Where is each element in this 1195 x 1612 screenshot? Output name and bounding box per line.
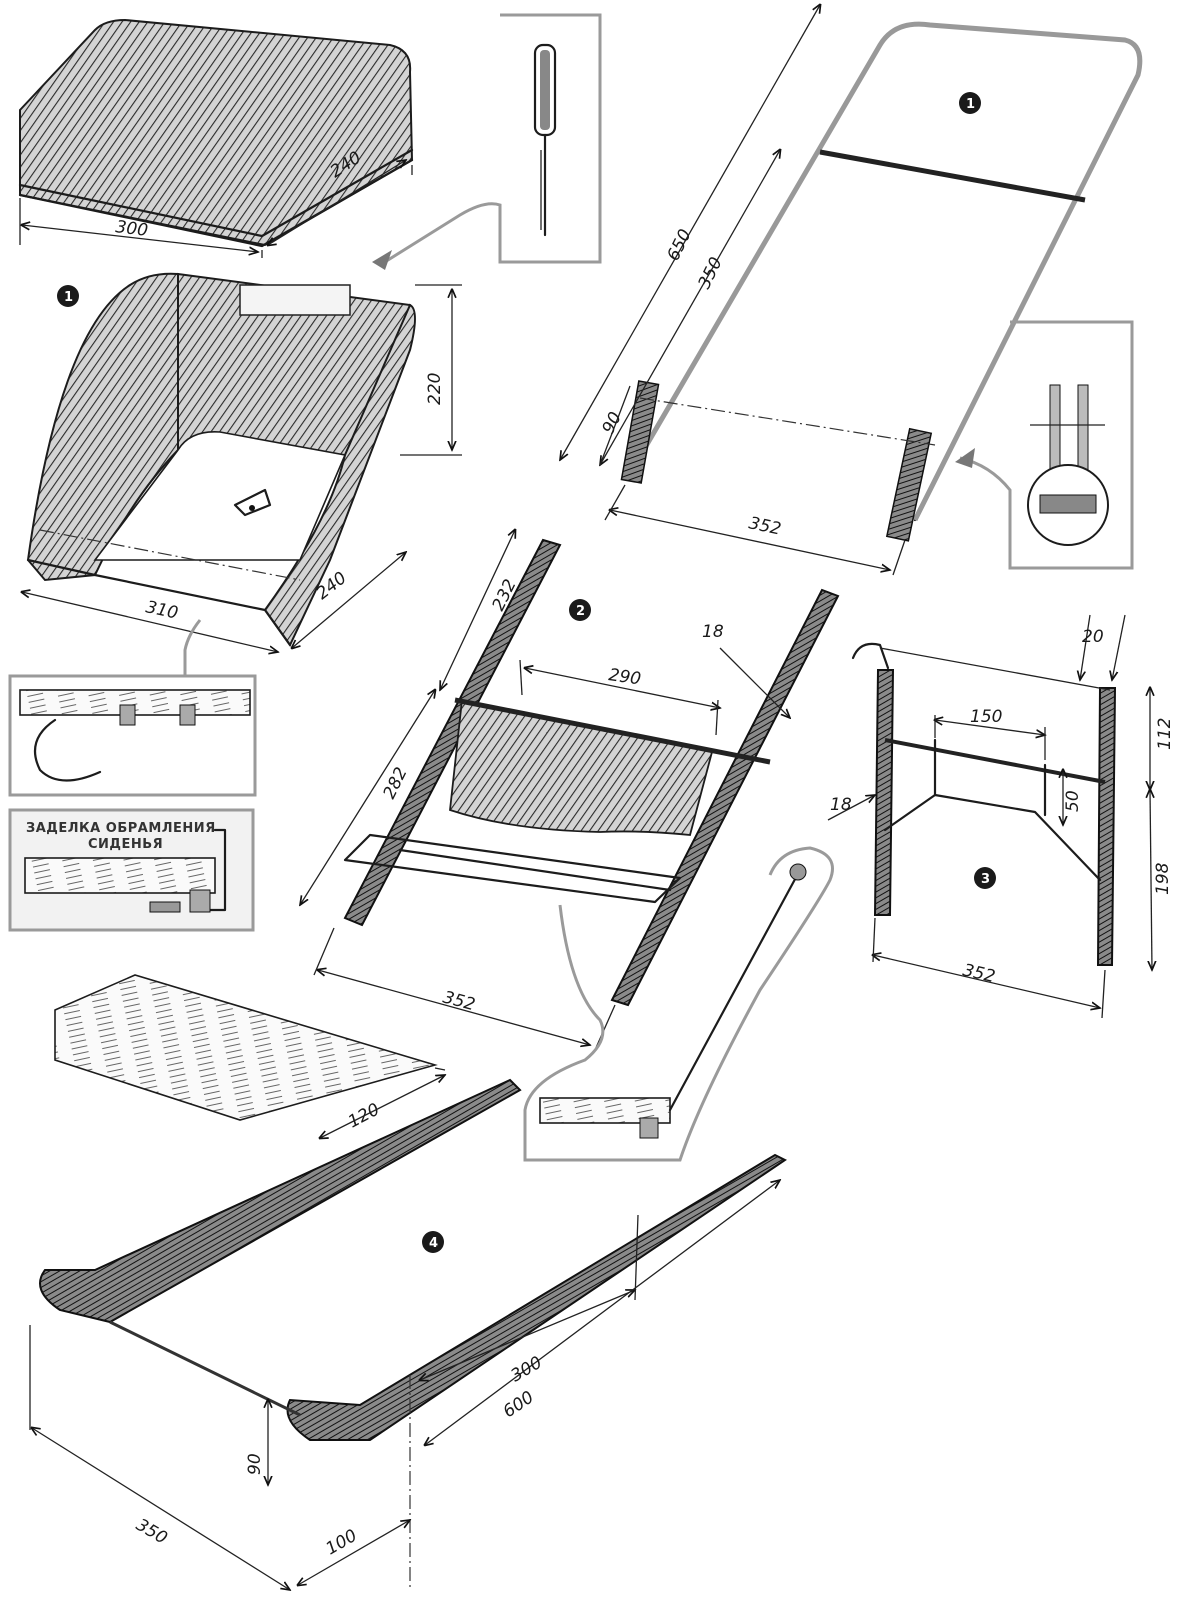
sled-width-label: 350 xyxy=(133,1515,171,1549)
frame-finish-inset: ЗАДЕЛКА ОБРАМЛЕНИЯ СИДЕНЬЯ xyxy=(8,808,255,932)
bracket-marker: 3 xyxy=(981,872,990,887)
footrest-board: 120 xyxy=(54,974,445,1138)
bracket-upper-label: 112 xyxy=(1155,718,1175,750)
hook-detail-inset xyxy=(8,619,257,797)
backrest-marker: 1 xyxy=(966,97,975,112)
seat-height-label: 220 xyxy=(425,373,445,405)
frame-tube-label: 18 xyxy=(702,622,724,642)
sled-length-label: 600 xyxy=(500,1387,538,1422)
sled-height-label: 90 xyxy=(245,1453,265,1475)
cushion: 300 240 xyxy=(18,18,414,258)
bracket: 3 20 150 112 50 18 198 352 xyxy=(827,614,1175,1019)
footrest-depth-label: 120 xyxy=(345,1100,383,1133)
bracket-width-label: 352 xyxy=(961,960,997,987)
backrest-bottom-label: 90 xyxy=(599,409,626,437)
bracket-lower-label: 198 xyxy=(1153,862,1173,895)
inset-caption-line2: СИДЕНЬЯ xyxy=(88,837,163,852)
frame-width-label: 352 xyxy=(441,988,478,1016)
seat-width-label: 310 xyxy=(144,597,180,623)
bracket-tube-side-label: 18 xyxy=(830,795,852,815)
sled-marker: 4 xyxy=(429,1236,438,1251)
backrest: 1 650 350 90 352 xyxy=(560,5,1143,576)
bracket-tube-label: 20 xyxy=(1082,627,1104,647)
backrest-side-label: 350 xyxy=(695,254,727,292)
bracket-offset-label: 50 xyxy=(1063,790,1083,812)
sled-half-label: 300 xyxy=(508,1353,546,1387)
frame-marker: 2 xyxy=(576,604,585,619)
bracket-inner-label: 150 xyxy=(970,707,1002,727)
clip-detail-inset xyxy=(372,13,602,270)
frame: 2 232 282 290 18 352 xyxy=(300,530,840,1051)
frame-inner-width-label: 290 xyxy=(607,665,642,689)
sled-front-label: 100 xyxy=(323,1526,361,1560)
backrest-width-label: 352 xyxy=(747,513,783,539)
inset-caption-line1: ЗАДЕЛКА ОБРАМЛЕНИЯ xyxy=(26,821,216,836)
sled: 4 300 600 350 90 100 xyxy=(30,1078,787,1590)
arm-detail-inset xyxy=(523,846,834,1162)
cushion-width-label: 300 xyxy=(114,217,149,241)
seat-marker: 1 xyxy=(64,290,73,305)
seat: 1 220 310 240 xyxy=(22,272,462,652)
pivot-detail-inset xyxy=(955,320,1134,570)
